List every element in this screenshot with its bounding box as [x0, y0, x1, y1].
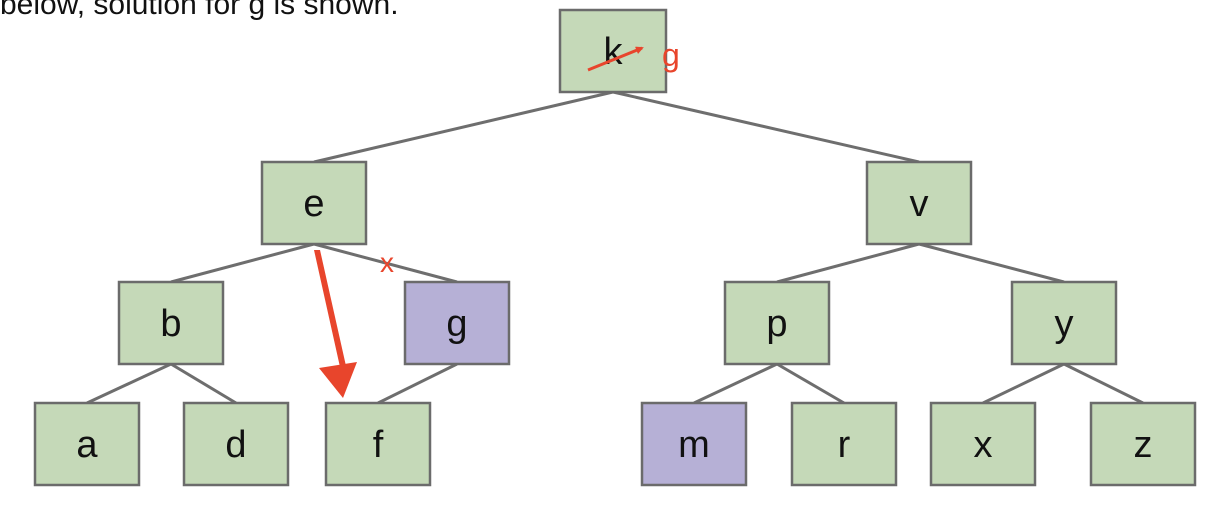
node-box-e: [260, 160, 368, 246]
node-g: g: [403, 280, 511, 366]
node-box-a: [33, 401, 141, 487]
node-box-b: [117, 280, 225, 366]
edge-e-g: [313, 242, 458, 284]
node-b: b: [117, 280, 225, 366]
node-box-f: [324, 401, 432, 487]
annotation-layer: g x: [314, 37, 680, 398]
edge-y-x: [982, 362, 1065, 405]
edge-k-v: [612, 90, 920, 164]
edge-p-m: [693, 362, 778, 405]
tree-nodes: k e v b g p y a d f m r x z: [33, 8, 1197, 487]
edge-v-y: [918, 242, 1065, 284]
node-a: a: [33, 401, 141, 487]
node-z: z: [1089, 401, 1197, 487]
node-label-p: p: [766, 303, 787, 345]
node-k: k: [558, 8, 668, 94]
node-r: r: [790, 401, 898, 487]
deleted-edge-mark: x: [380, 247, 394, 278]
node-label-g: g: [446, 303, 467, 345]
caption-text: below, solution for g is shown.: [0, 0, 399, 21]
node-label-e: e: [303, 183, 324, 225]
node-v: v: [865, 160, 973, 246]
edge-v-p: [776, 242, 920, 284]
tree-edges: [86, 90, 1144, 405]
node-box-g: [403, 280, 511, 366]
edge-b-d: [170, 362, 237, 405]
node-label-y: y: [1055, 303, 1074, 345]
node-box-x: [929, 401, 1037, 487]
node-y: y: [1010, 280, 1118, 366]
edge-p-r: [776, 362, 845, 405]
replacement-label: g: [662, 37, 680, 73]
node-d: d: [182, 401, 290, 487]
node-label-f: f: [373, 424, 384, 466]
node-label-m: m: [678, 424, 710, 466]
node-e: e: [260, 160, 368, 246]
edge-e-b: [170, 242, 315, 284]
node-box-v: [865, 160, 973, 246]
node-label-v: v: [910, 183, 929, 225]
node-label-x: x: [974, 424, 993, 466]
node-label-k: k: [604, 31, 624, 73]
node-p: p: [723, 280, 831, 366]
node-box-d: [182, 401, 290, 487]
node-box-y: [1010, 280, 1118, 366]
node-x: x: [929, 401, 1037, 487]
node-box-k: [558, 8, 668, 94]
node-label-z: z: [1134, 424, 1153, 466]
edge-g-f: [377, 362, 458, 405]
node-label-d: d: [225, 424, 246, 466]
edge-b-a: [86, 362, 172, 405]
big-arrow-head: [319, 362, 357, 398]
edge-k-e: [313, 90, 614, 164]
node-m: m: [640, 401, 748, 487]
node-label-b: b: [160, 303, 181, 345]
edge-y-z: [1063, 362, 1144, 405]
strike-arrow: [587, 46, 644, 72]
node-box-r: [790, 401, 898, 487]
node-label-a: a: [76, 424, 98, 466]
node-box-m: [640, 401, 748, 487]
node-label-r: r: [838, 424, 851, 466]
node-box-p: [723, 280, 831, 366]
node-box-z: [1089, 401, 1197, 487]
big-arrow-shaft: [314, 250, 346, 367]
node-f: f: [324, 401, 432, 487]
